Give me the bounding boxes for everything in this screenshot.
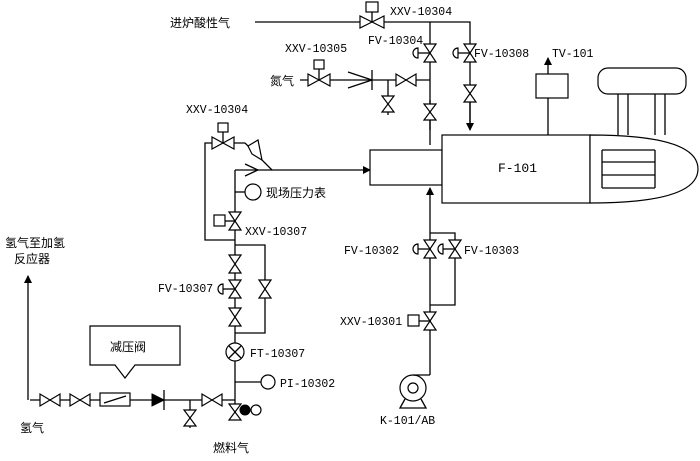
compressor-k101: K-101/AB [380,374,435,428]
compressor-label: K-101/AB [380,415,435,428]
valve-hydrogen-3 [201,392,223,408]
hydrogen-label: 氢气 [20,420,44,435]
fv-10303-label: FV-10303 [464,245,519,258]
furnace-f101: F-101 [369,67,699,204]
acid-gas-inlet-label: 进炉酸性气 [170,15,230,30]
fv-10302-label: FV-10302 [344,245,399,258]
xxv-10305-label: XXV-10305 [285,43,347,56]
fv-10304-label: FV-10304 [368,35,423,48]
valve-fv-10302 [412,239,438,259]
valve-fv-10308-lower [462,84,478,103]
valve-fv-10307-lower [227,307,243,327]
valve-nitrogen-2 [395,72,417,88]
valve-fv-10308 [452,43,478,63]
xxv-10301-label: XXV-10301 [340,316,402,329]
valve-hydrogen-drain [182,409,198,427]
valve-xxv-10304-top [359,1,385,29]
xxv-10304-left-label: XXV-10304 [186,104,248,117]
fv-10307-label: FV-10307 [158,283,213,296]
fv-10308-label: FV-10308 [474,48,529,61]
valve-fv-10304-lower [422,103,438,121]
pressure-reducer-label: 减压阀 [110,340,146,354]
valve-xxv-10301 [407,311,438,331]
valve-fv-10303 [437,239,463,259]
valve-diagonal-1 [247,139,263,162]
valve-fv-10307-upper [227,254,243,274]
field-pressure-gauge-icon [235,183,262,201]
valve-hydrogen-2 [69,392,91,408]
hydrogen-to-reactor-label-2: 反应器 [14,251,50,266]
tv-101-instrument: TV-101 [535,48,594,99]
valve-fuel-bottom [227,403,262,421]
valve-fv-10304 [412,43,438,63]
valve-fv-10307 [217,279,243,299]
hydrogen-to-reactor-label-1: 氢气至加氢 [5,235,65,250]
valve-fv-10307-bypass [257,279,273,299]
pressure-indicator-icon [260,374,276,390]
valve-hydrogen-1 [39,392,61,408]
ft-10307-label: FT-10307 [250,348,305,361]
valve-xxv-10304-left [211,122,235,151]
flow-transmitter-icon [225,342,245,362]
nitrogen-label: 氮气 [270,73,294,88]
valve-xxv-10305 [307,59,331,88]
valves [39,1,478,427]
instruments [225,183,276,390]
pressure-reducer: 减压阀 [89,325,181,407]
check-valve-hydrogen [151,390,166,410]
field-pressure-gauge-label: 现场压力表 [266,186,326,200]
fuel-gas-label: 燃料气 [213,440,249,455]
labels: 进炉酸性气 XXV-10304 FV-10304 FV-10308 XXV-10… [5,6,529,455]
valve-nitrogen-drain [380,95,396,113]
pi-10302-label: PI-10302 [280,378,335,391]
check-valve-nitrogen [347,70,375,90]
check-valve-fuel [244,163,260,177]
xxv-10304-top-label: XXV-10304 [390,6,452,19]
xxv-10307-label: XXV-10307 [245,226,307,239]
valve-xxv-10307 [213,211,243,231]
furnace-label: F-101 [498,161,537,176]
tv-101-label: TV-101 [552,48,594,61]
